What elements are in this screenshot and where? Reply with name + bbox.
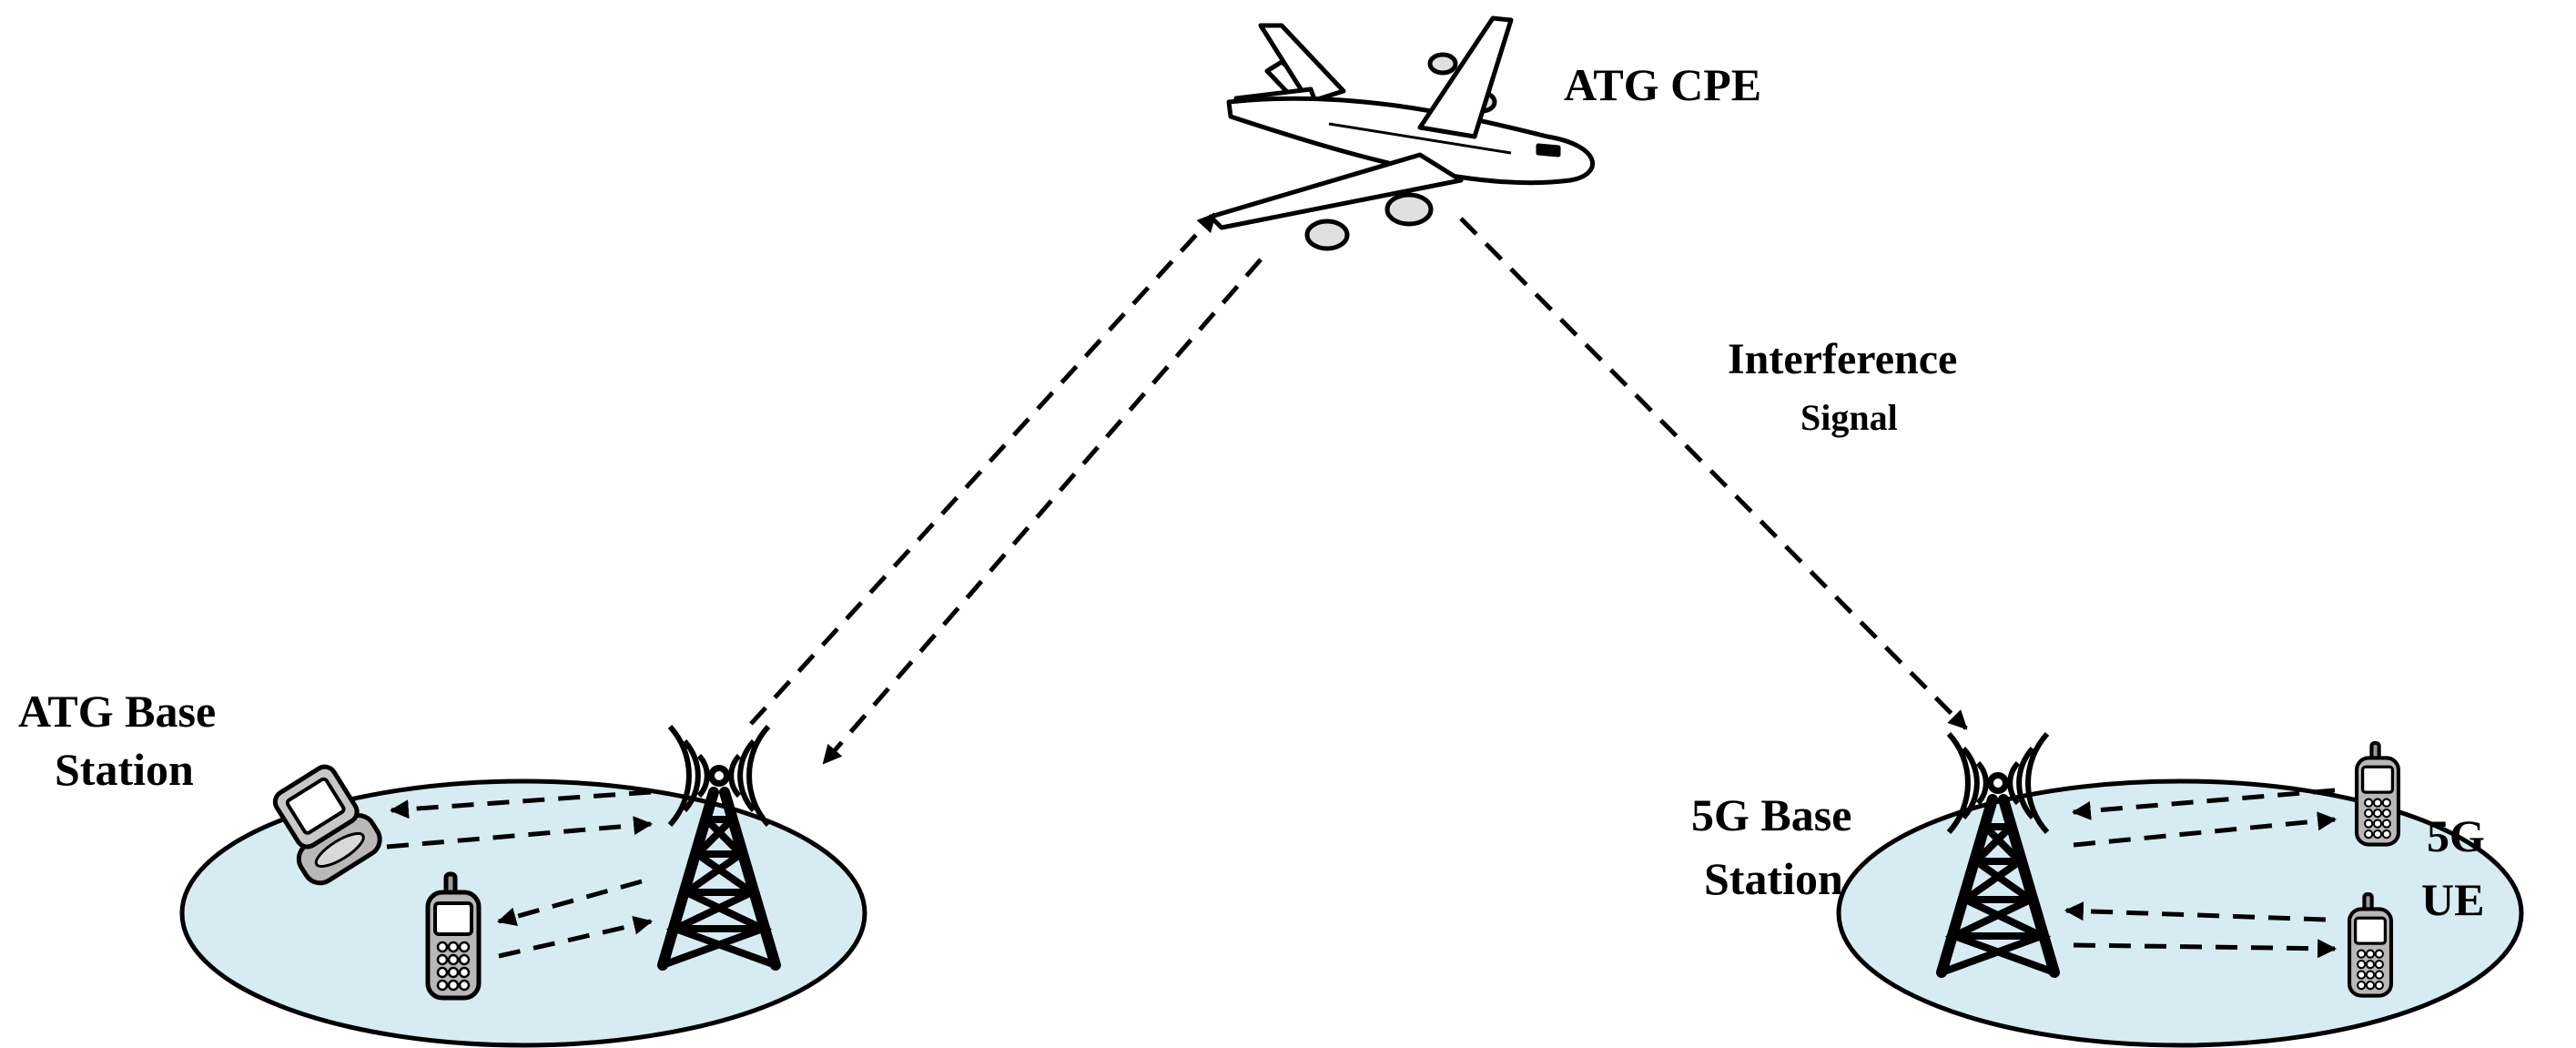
5g-ue-label-line2: UE — [2421, 874, 2484, 925]
atg-cpe-label: ATG CPE — [1564, 59, 1761, 110]
interference-label: Interference — [1728, 335, 1957, 383]
atg-link-2-to-handset — [496, 879, 643, 927]
atg-handset-icon — [428, 874, 479, 998]
flip-phone-icon — [272, 764, 382, 886]
5g-ue-label-line1: 5G — [2427, 810, 2485, 861]
atg-base-station-label-line2: Station — [55, 744, 194, 795]
uplink-arrow — [749, 212, 1217, 726]
5g-ue-handset-icon-2 — [2349, 894, 2391, 996]
5g-link-2-to-ue — [2073, 939, 2338, 959]
signal-label: Signal — [1800, 397, 1898, 438]
atg-link-1-to-flip-phone — [389, 789, 652, 819]
atg-base-station-label-line1: ATG Base — [18, 686, 216, 737]
5g-link-1-to-tower — [2071, 788, 2336, 820]
atg-link-1-to-tower — [386, 816, 654, 850]
5g-ue-handset-icon-1 — [2357, 743, 2399, 845]
5g-base-station-label-line1: 5G Base — [1691, 789, 1851, 840]
5g-link-2-to-tower — [2064, 901, 2327, 922]
5g-link-1-to-ue — [2073, 811, 2338, 848]
downlink-arrow — [822, 258, 1263, 765]
atg-link-2-to-tower — [498, 915, 654, 959]
airplane-icon — [1208, 15, 1596, 251]
interference-signal-arrow — [1459, 217, 1968, 730]
5g-base-station-label-line2: Station — [1704, 853, 1843, 904]
